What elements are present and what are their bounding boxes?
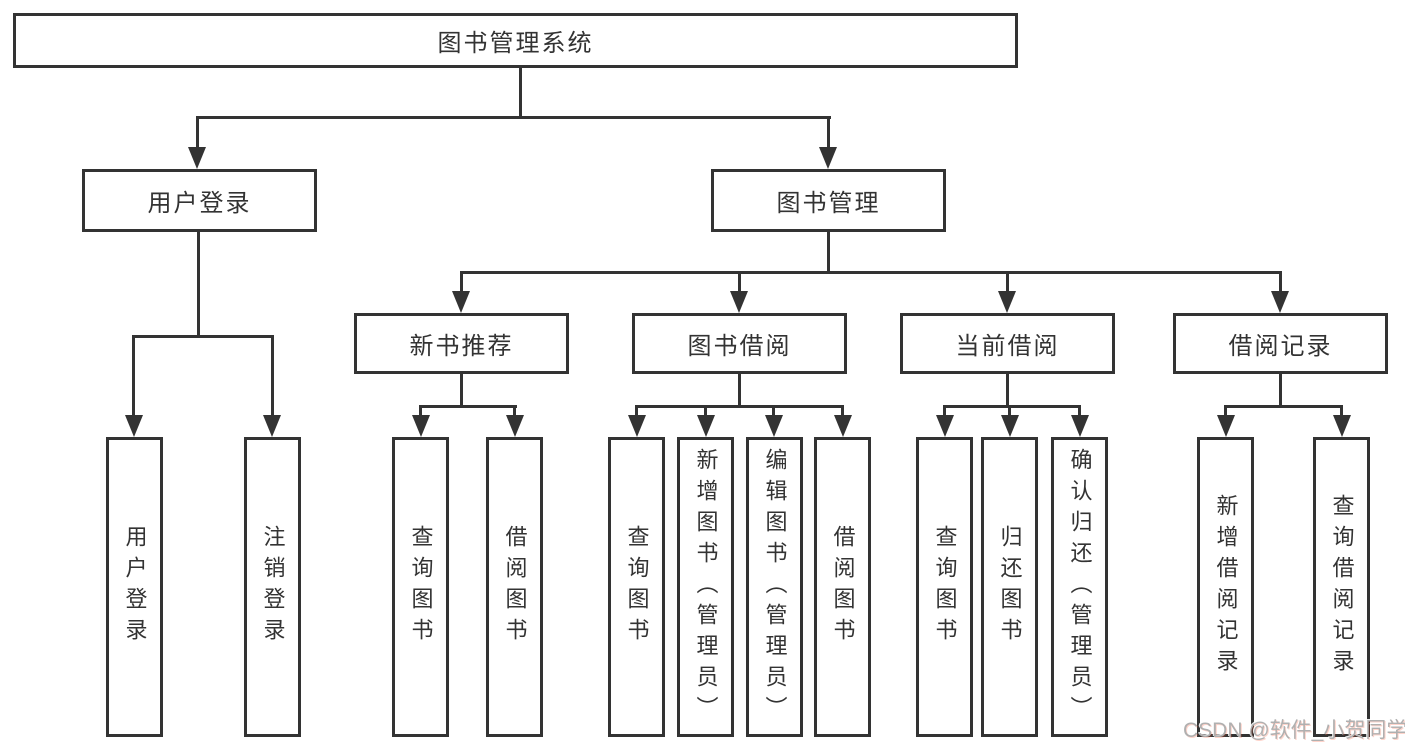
leaf-borrow-edit: 编辑图书（管理员） [746,437,803,737]
leaf-borrow-add: 新增图书（管理员） [677,437,734,737]
connector-records-drop [1279,372,1282,408]
connector-borrow-rail [636,405,844,408]
connector-stem-cur-query [943,405,946,417]
leaf-current-confirm-label: 确认归还（管理员） [1067,447,1093,727]
arrowhead-login-user [125,415,143,437]
arrowhead-mgmt [819,147,837,169]
connector-stem-bw-query [635,405,638,417]
leaf-records-query: 查询借阅记录 [1313,437,1370,737]
connector-stem-mgmt [827,116,830,149]
node-login: 用户登录 [82,169,317,232]
node-mgmt: 图书管理 [711,169,946,232]
leaf-borrow-query: 查询图书 [608,437,665,737]
connector-stem-nb-query [419,405,422,417]
node-records: 借阅记录 [1173,313,1388,374]
leaf-current-query: 查询图书 [916,437,973,737]
connector-current-rail [944,405,1081,408]
leaf-borrow-borrow: 借阅图书 [814,437,871,737]
leaf-borrow-edit-label: 编辑图书（管理员） [762,447,788,727]
connector-stem-bw-borrow [841,405,844,417]
leaf-logout: 注销登录 [244,437,301,737]
connector-newbook-rail [419,405,517,408]
node-current: 当前借阅 [900,313,1115,374]
connector-stem-current [1006,271,1009,293]
node-newbook: 新书推荐 [354,313,569,374]
connector-login-rail [133,335,273,338]
connector-stem-rec-query [1340,405,1343,417]
leaf-records-query-label: 查询借阅记录 [1329,494,1355,680]
leaf-current-query-label: 查询图书 [932,525,958,649]
arrowhead-records [1271,291,1289,313]
leaf-login-user: 用户登录 [106,437,163,737]
connector-stem-login [196,116,199,149]
leaf-records-add: 新增借阅记录 [1197,437,1254,737]
connector-mgmt-drop [827,230,830,274]
connector-stem-newbook [460,271,463,293]
connector-stem-records [1279,271,1282,293]
leaf-newbook-borrow-label: 借阅图书 [502,525,528,649]
leaf-current-confirm: 确认归还（管理员） [1051,437,1108,737]
arrowhead-login [188,147,206,169]
connector-borrow-drop [738,372,741,408]
leaf-newbook-query: 查询图书 [392,437,449,737]
leaf-records-add-label: 新增借阅记录 [1213,494,1239,680]
node-login-label: 用户登录 [147,190,252,217]
leaf-borrow-borrow-label: 借阅图书 [830,525,856,649]
leaf-login-user-label: 用户登录 [122,525,148,649]
arrowhead-nb-query [412,415,430,437]
connector-stem-login-user [132,335,135,416]
csdn-watermark: CSDN @软件_小贺同学 [1183,719,1405,742]
connector-stem-borrow [738,271,741,293]
leaf-borrow-query-label: 查询图书 [624,525,650,649]
node-current-label: 当前借阅 [955,333,1060,360]
connector-stem-cur-confirm [1078,405,1081,417]
connector-stem-bw-edit [772,405,775,417]
node-borrow: 图书借阅 [632,313,847,374]
arrowhead-bw-add [697,415,715,437]
arrowhead-cur-query [936,415,954,437]
leaf-current-return: 归还图书 [981,437,1038,737]
arrowhead-newbook [452,291,470,313]
node-records-label: 借阅记录 [1228,333,1333,360]
arrowhead-cur-confirm [1071,415,1089,437]
arrowhead-current [998,291,1016,313]
leaf-borrow-add-label: 新增图书（管理员） [693,447,719,727]
leaf-newbook-borrow: 借阅图书 [486,437,543,737]
leaf-newbook-query-label: 查询图书 [408,525,434,649]
arrowhead-rec-add [1217,415,1235,437]
arrowhead-borrow [730,291,748,313]
connector-root-drop [519,66,522,119]
arrowhead-bw-borrow [834,415,852,437]
leaf-current-return-label: 归还图书 [997,525,1023,649]
connector-stem-rec-add [1224,405,1227,417]
arrowhead-logout [263,415,281,437]
arrowhead-rec-query [1333,415,1351,437]
connector-newbook-drop [460,372,463,408]
arrowhead-cur-return [1001,415,1019,437]
arrowhead-bw-query [628,415,646,437]
connector-stem-logout [271,335,274,416]
arrowhead-nb-borrow [506,415,524,437]
node-mgmt-label: 图书管理 [776,190,881,217]
connector-level3-rail [460,271,1282,274]
connector-records-rail [1224,405,1343,408]
connector-stem-cur-return [1008,405,1011,417]
leaf-logout-label: 注销登录 [260,525,286,649]
connector-current-drop [1006,372,1009,408]
node-borrow-label: 图书借阅 [687,333,792,360]
connector-stem-nb-borrow [513,405,516,417]
connector-stem-bw-add [704,405,707,417]
node-root-label: 图书管理系统 [437,30,594,57]
node-newbook-label: 新书推荐 [409,333,514,360]
arrowhead-bw-edit [765,415,783,437]
connector-level2-rail [197,116,831,119]
node-root: 图书管理系统 [13,13,1018,68]
connector-login-drop [197,230,200,337]
